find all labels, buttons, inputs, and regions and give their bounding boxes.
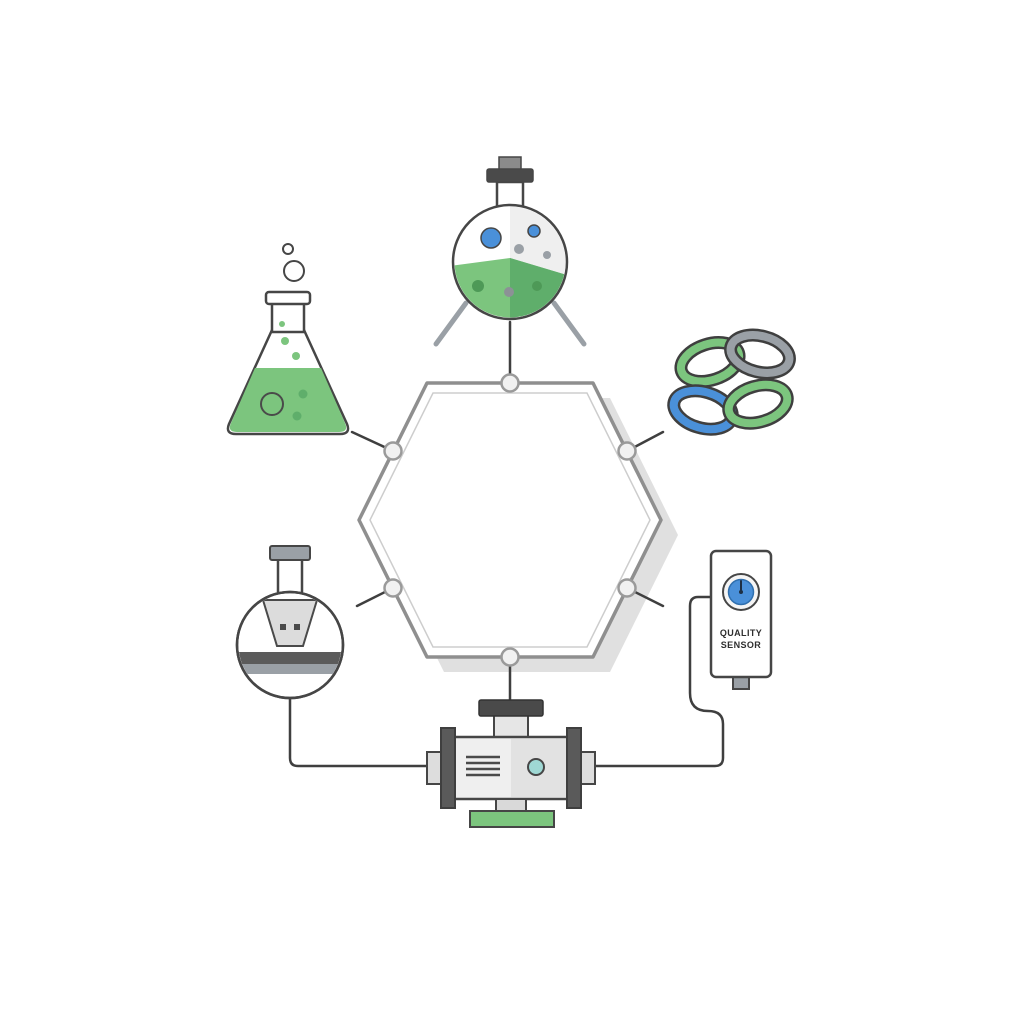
- hexagon-core: [357, 373, 663, 667]
- hexagon-inner-line: [369, 392, 651, 648]
- flask-leg: [551, 300, 587, 347]
- pump-top-neck: [493, 713, 529, 741]
- bubble-icon: [281, 337, 289, 345]
- bubble-icon: [514, 244, 524, 254]
- bubble-icon: [543, 251, 551, 259]
- mixing-vessel-icon: [235, 545, 345, 700]
- vessel-cap: [269, 545, 311, 561]
- pump-left-flange: [440, 727, 456, 809]
- vessel-band-light: [238, 664, 342, 674]
- quality-sensor-label-line1: QUALITY: [720, 628, 762, 638]
- bubble-icon: [504, 287, 514, 297]
- connector-lines: [288, 320, 725, 768]
- bubble-icon: [480, 227, 502, 249]
- quality-sensor-device: QUALITY SENSOR: [709, 549, 773, 690]
- pump-right-flange: [566, 727, 582, 809]
- hexagon-node: [383, 441, 403, 461]
- hexagon-node: [383, 578, 403, 598]
- vessel-to-pump-pipe: [288, 696, 429, 768]
- bubble-icon: [292, 411, 302, 421]
- chain-link-green-top: [674, 336, 746, 388]
- bubble-icon: [527, 224, 541, 238]
- pump-base-plate: [469, 810, 555, 828]
- bubble-icon: [283, 260, 305, 282]
- chain-link-green-bottom: [722, 378, 794, 430]
- vessel-dot: [294, 624, 300, 630]
- stopper-cap: [486, 168, 534, 183]
- vessel-band-dark: [238, 652, 342, 664]
- bubble-icon: [292, 352, 300, 360]
- pump-left-stub: [426, 751, 443, 785]
- chain-link-gray: [724, 328, 796, 380]
- pump-valve-handle: [478, 699, 544, 717]
- sensor-to-pump-cable: [593, 595, 725, 768]
- quality-sensor-label-line2: SENSOR: [721, 640, 762, 650]
- bubble-icon: [472, 280, 484, 292]
- flask-liquid: [229, 368, 347, 432]
- hexagon-node: [617, 441, 637, 461]
- pump-bottom-neck: [495, 798, 527, 812]
- bubble-icon: [260, 392, 284, 416]
- pump-indicator: [527, 758, 545, 776]
- vessel-body-outline: [235, 590, 345, 700]
- bubble-icon: [279, 321, 285, 327]
- flask-rim: [264, 290, 312, 306]
- vessel-funnel: [261, 599, 319, 647]
- hexagon-node: [617, 578, 637, 598]
- sensor-body: [709, 549, 773, 679]
- flask-leg: [433, 300, 469, 347]
- round-bottom-flask-icon: [433, 156, 587, 347]
- pump-valve-icon: [426, 699, 596, 828]
- hexagon-node: [500, 647, 520, 667]
- hexagon-node: [500, 373, 520, 393]
- bubble-icon: [532, 281, 542, 291]
- vessel-contents: [238, 599, 342, 674]
- erlenmeyer-flask-icon: [226, 243, 350, 436]
- vessel-dot: [280, 624, 286, 630]
- bubble-icon: [282, 243, 294, 255]
- chain-links-icon: [667, 328, 796, 436]
- hexagon-outer: [357, 381, 663, 659]
- pump-right-stub: [579, 751, 596, 785]
- pump-grill: [466, 755, 500, 777]
- gauge-pivot: [739, 590, 743, 594]
- bubble-icon: [298, 389, 308, 399]
